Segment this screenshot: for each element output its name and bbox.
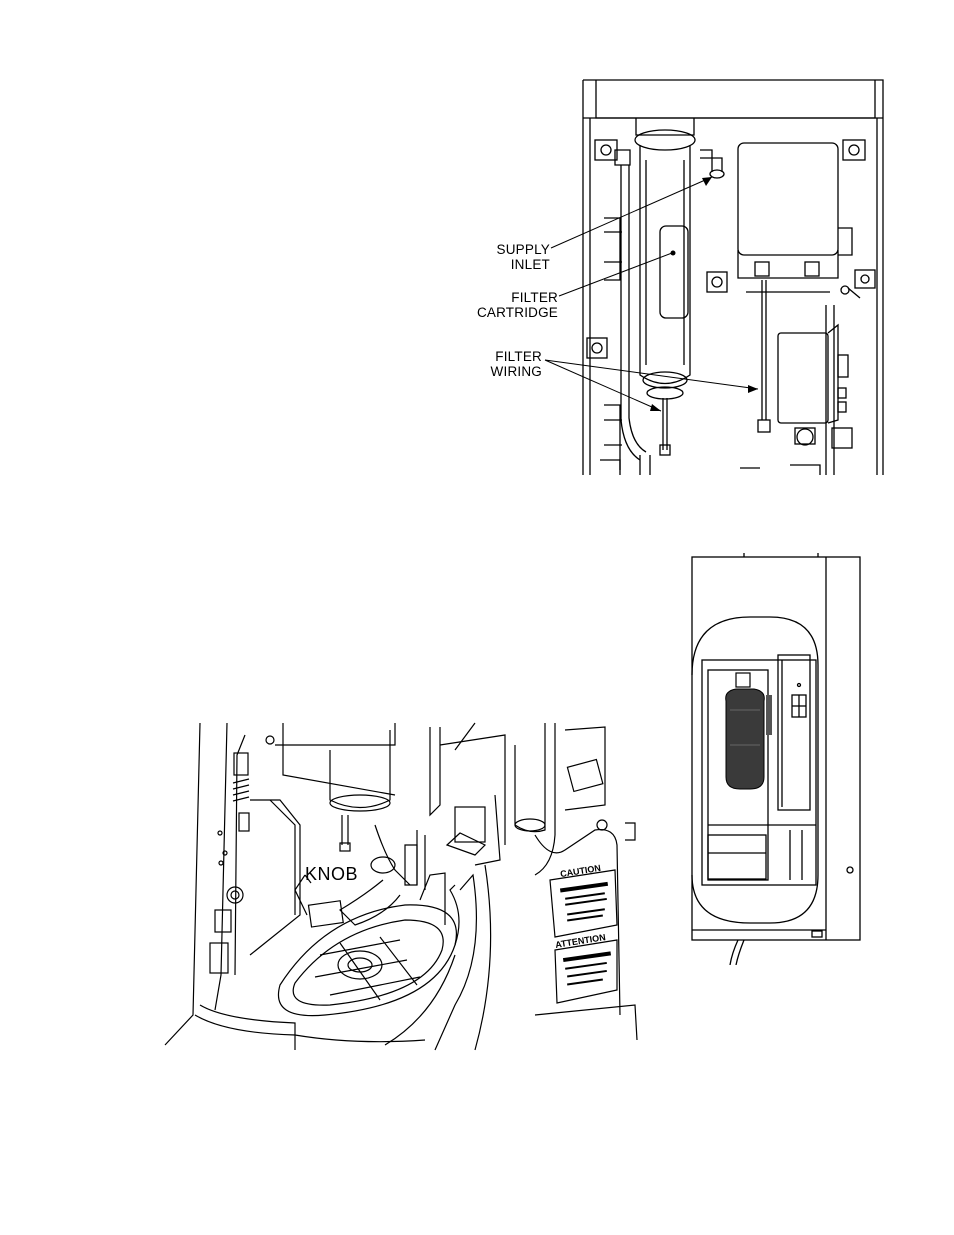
supply-inlet-label: SUPPLY INLET bbox=[470, 242, 550, 272]
filter-wiring-label: FILTER WIRING bbox=[460, 349, 542, 379]
knob-label: KNOB bbox=[305, 864, 359, 884]
filter-wiring-line2: WIRING bbox=[490, 364, 542, 379]
filter-wiring-line1: FILTER bbox=[495, 349, 542, 364]
supply-inlet-line2: INLET bbox=[510, 257, 550, 272]
filter-cartridge-line1: FILTER bbox=[511, 290, 558, 305]
unit-front-view-drawing bbox=[691, 553, 861, 965]
filter-access-perspective-drawing bbox=[164, 722, 638, 1051]
supply-inlet-line1: SUPPLY bbox=[496, 242, 550, 257]
filter-cartridge-line2: CARTRIDGE bbox=[476, 305, 558, 320]
filter-cabinet-drawing bbox=[544, 79, 884, 475]
filter-cartridge-label: FILTER CARTRIDGE bbox=[460, 290, 558, 320]
